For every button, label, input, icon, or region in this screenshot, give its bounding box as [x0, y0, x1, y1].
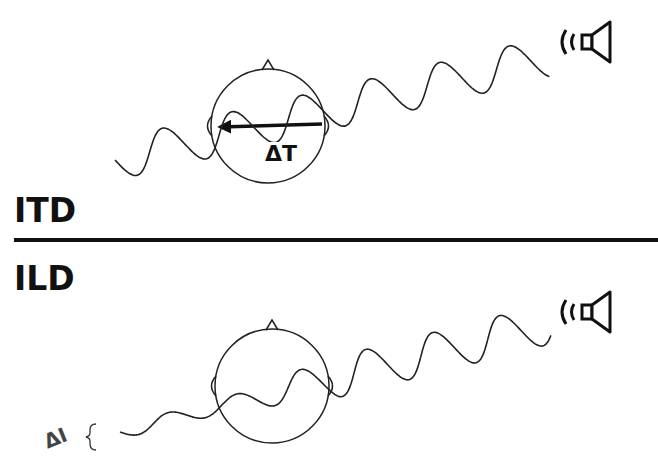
section-title: ILD — [14, 262, 75, 295]
sound-arc — [572, 34, 575, 50]
speaker-cone — [592, 22, 610, 62]
ear — [212, 376, 217, 396]
head-circle — [211, 69, 325, 183]
section-title: ITD — [14, 194, 76, 227]
level-label: ΔI — [41, 424, 70, 451]
speaker-icon — [562, 292, 610, 332]
head-bottom — [212, 320, 333, 443]
sound-arc — [572, 304, 575, 320]
divider-line — [14, 238, 658, 242]
sound-wave — [115, 46, 549, 176]
ear — [324, 116, 329, 136]
level-brace — [86, 424, 96, 450]
speaker-icon — [562, 22, 610, 62]
sound-waves — [115, 46, 551, 435]
delay-arrow — [220, 124, 322, 127]
sound-arc — [562, 300, 566, 324]
sound-arc — [562, 30, 566, 54]
ear — [208, 116, 213, 136]
head-top — [208, 60, 329, 183]
speaker-cone — [592, 292, 610, 332]
sound-wave — [120, 315, 551, 435]
head-circle — [215, 329, 329, 443]
delay-label: ΔT — [262, 142, 300, 166]
